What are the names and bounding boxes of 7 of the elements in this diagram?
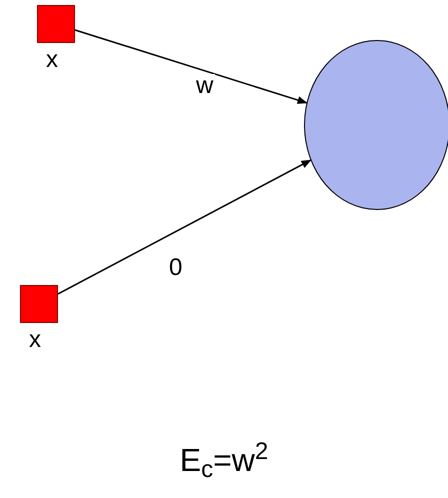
input-square [20,285,58,323]
input-square [37,5,75,43]
arrow [74,29,308,104]
formula: E$_{c}$=w$^{2}$ [180,444,268,476]
arrow [58,160,312,295]
input-label: x [46,48,58,72]
input-label: x [29,328,41,352]
